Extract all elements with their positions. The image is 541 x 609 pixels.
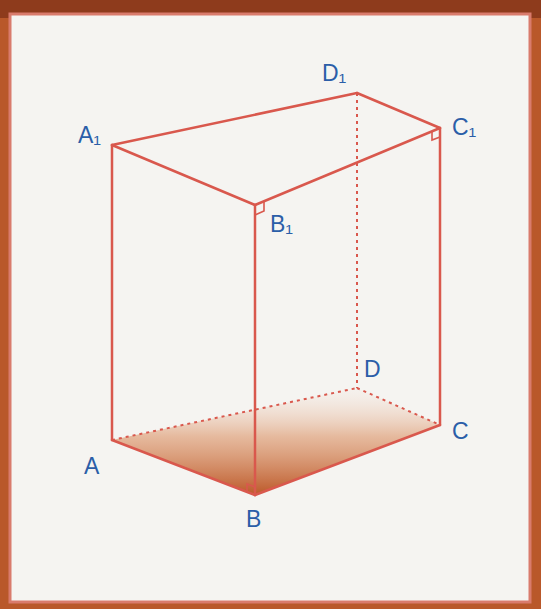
edge-a1a [111, 145, 114, 440]
right-angle-mark [432, 131, 440, 140]
edge-d1d [356, 93, 358, 388]
edge-b1b [254, 205, 257, 495]
base-shading [112, 388, 440, 495]
edge-c1b1 [255, 128, 440, 205]
vertex-label: A [84, 455, 99, 478]
hidden-edges [112, 93, 440, 440]
vertex-label: C₁ [452, 116, 476, 139]
vertex-label: B [246, 508, 261, 531]
vertex-label: D [364, 358, 381, 381]
right-angle-mark [255, 201, 264, 215]
right-angle-mark [247, 484, 255, 492]
vertex-label: C [452, 420, 469, 443]
solid-edges [112, 93, 440, 495]
right-angle-marks [247, 131, 440, 492]
vertex-label: B₁ [270, 213, 293, 236]
vertex-label: D₁ [322, 62, 346, 85]
panel [10, 14, 530, 602]
edge-ad [112, 388, 357, 440]
vertex-label: A₁ [78, 124, 101, 147]
edge-dc [357, 388, 440, 425]
edge-c1c [439, 128, 442, 425]
edge-a1d1 [112, 93, 357, 145]
edge-b1a1 [112, 145, 255, 205]
edge-d1c1 [357, 93, 440, 128]
edge-ab [112, 440, 255, 495]
edge-bc [255, 425, 440, 495]
